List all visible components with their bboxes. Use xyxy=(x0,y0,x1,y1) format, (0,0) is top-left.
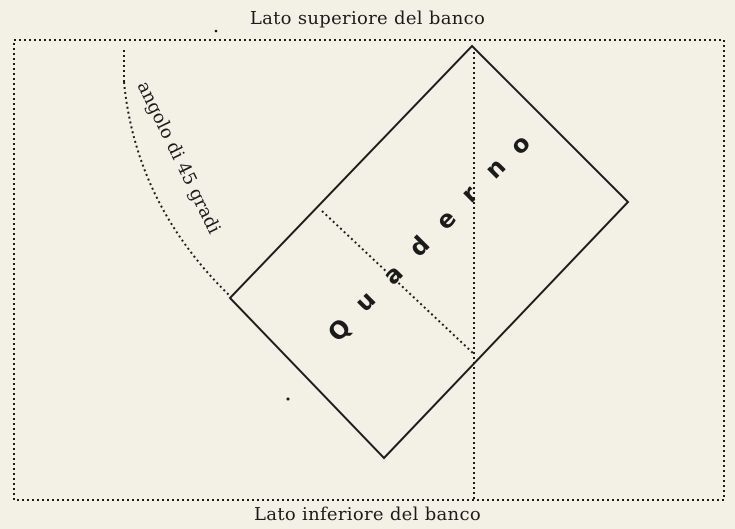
notebook-letter-q: Q xyxy=(322,313,356,347)
notebook-letter-a: a xyxy=(377,259,408,290)
print-dot xyxy=(214,29,218,33)
notebook-outline xyxy=(228,44,630,460)
notebook-letter-d: d xyxy=(403,230,435,262)
top-edge-label: Lato superiore del banco xyxy=(249,8,486,29)
bottom-edge-label: Lato inferiore del banco xyxy=(254,504,481,525)
desk-outline xyxy=(13,39,725,501)
notebook-letter-n: n xyxy=(479,152,511,184)
angle-label: angolo di 45 gradi xyxy=(133,78,225,237)
notebook-letter-e: e xyxy=(430,204,461,235)
notebook-letter-o: o xyxy=(504,129,535,160)
angle-arc xyxy=(123,81,231,297)
notebook-letter-r: r xyxy=(455,180,483,208)
print-dot xyxy=(286,397,290,401)
notebook-letter-u: u xyxy=(349,285,381,317)
